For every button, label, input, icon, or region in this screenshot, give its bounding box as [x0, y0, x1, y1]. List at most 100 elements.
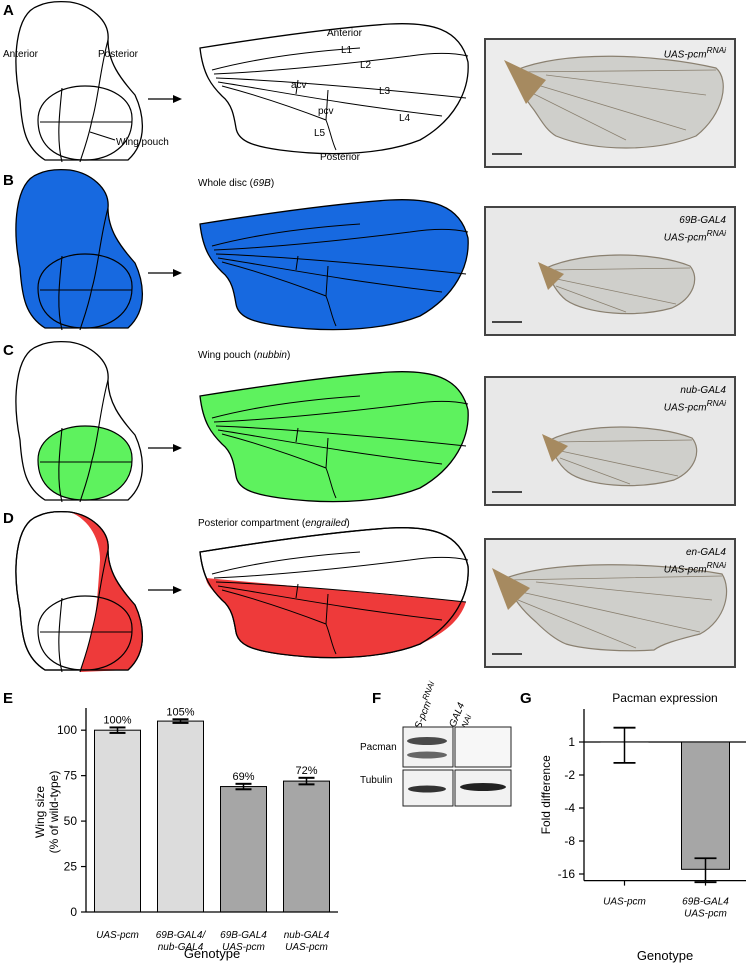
wing-pouch-label: Wing pouch: [116, 137, 169, 148]
disc-anterior-label: Anterior: [3, 49, 39, 60]
wing-schematics: [15, 0, 469, 163]
disc-b: [15, 168, 144, 331]
e-tick-label2-2: UAS-pcm: [222, 942, 265, 953]
wing-photo-c-drawing: [486, 378, 734, 504]
arrow-d: [148, 586, 182, 594]
arrow-c: [148, 444, 182, 452]
blot-pacman-label: Pacman: [360, 742, 397, 753]
pcv-label: pcv: [318, 106, 334, 117]
wing-posterior-label: Posterior: [320, 152, 361, 163]
g-bar-1: [681, 741, 730, 870]
blot-band-tubulin-2: [460, 783, 506, 791]
photo-d-sup: RNAi: [706, 560, 726, 570]
western-blot: [402, 726, 512, 807]
e-tick-label2-3: UAS-pcm: [285, 942, 328, 953]
e-tick-label-1: 69B-GAL4/: [156, 930, 207, 941]
disc-posterior-label: Posterior: [98, 49, 139, 60]
photo-b-sup: RNAi: [706, 228, 726, 238]
photo-c-line2: UAS-pcm: [663, 402, 707, 414]
panel-label-e: E: [3, 690, 14, 707]
wing-d: [199, 527, 469, 659]
e-data-label-0: 100%: [103, 714, 131, 726]
photo-d-line1: en-GAL4: [685, 547, 726, 558]
e-tick-label-3: nub-GAL4: [284, 930, 330, 941]
wing-photo-d-drawing: [486, 540, 734, 666]
e-data-label-1: 105%: [166, 706, 194, 718]
panel-label-c: C: [3, 342, 14, 359]
e-ylabel-line1: Wing size: [33, 786, 47, 838]
panel-label-g: G: [520, 690, 532, 707]
g-xlabel: Genotype: [637, 948, 693, 963]
arrow-b: [148, 269, 182, 277]
photo-c-line1: nub-GAL4: [680, 385, 726, 396]
wing-b: [199, 199, 469, 331]
wing-photo-a-drawing: [486, 40, 734, 166]
blot-band-pacman-lower: [407, 751, 447, 759]
photo-b-line1: 69B-GAL4: [679, 215, 726, 226]
blot-tubulin-label: Tubulin: [360, 775, 393, 786]
g-y-tick-label-3: -8: [564, 834, 575, 848]
caption-b: Whole disc (69B): [198, 178, 275, 189]
photo-c-sup: RNAi: [706, 398, 726, 408]
arrow-a: [148, 95, 182, 103]
caption-d: Posterior compartment (engrailed): [198, 518, 350, 529]
photo-a-sup: RNAi: [706, 45, 726, 55]
e-bar-3: [283, 780, 330, 913]
vein-label-l4: L4: [399, 113, 411, 124]
e-bar-1: [157, 720, 204, 913]
blot-band-tubulin-1: [408, 785, 446, 793]
g-tick-label-0: UAS-pcm: [603, 897, 646, 908]
g-y-tick-label-2: -4: [564, 801, 575, 815]
e-data-label-2: 69%: [232, 771, 254, 783]
e-y-tick-label-2: 50: [64, 814, 78, 828]
schematic-b: [15, 168, 469, 331]
vein-label-l1: L1: [341, 45, 353, 56]
e-tick-label-2: 69B-GAL4: [220, 930, 267, 941]
disc-c: [15, 340, 144, 503]
panel-label-f: F: [372, 690, 382, 707]
wing-anterior-label: Anterior: [327, 28, 363, 39]
e-bar-0: [94, 729, 141, 913]
wing-c: [199, 371, 469, 503]
e-xlabel: Genotype: [184, 946, 240, 961]
vein-label-l3: L3: [379, 86, 391, 97]
panel-label-d: D: [3, 510, 14, 527]
photo-a-genotype: UAS-pcm: [663, 49, 707, 61]
e-y-tick-label-0: 0: [70, 905, 77, 919]
acv-label: acv: [291, 80, 307, 91]
photo-b-line2: UAS-pcm: [663, 232, 707, 244]
photo-d-line2: UAS-pcm: [663, 564, 707, 576]
e-y-tick-label-1: 25: [64, 860, 78, 874]
g-y-tick-label-0: 1: [568, 735, 575, 749]
panel-label-a: A: [3, 2, 14, 19]
panel-label-b: B: [3, 172, 14, 189]
schematic-d: [15, 510, 469, 673]
e-bar-2: [220, 786, 267, 913]
e-tick-label2-1: nub-GAL4: [158, 942, 204, 953]
vein-label-l2: L2: [360, 60, 372, 71]
wing-a: [199, 23, 469, 155]
disc-a: [15, 0, 144, 163]
wing-photo-b-drawing: [486, 208, 734, 334]
blot-band-pacman-upper: [407, 737, 447, 745]
caption-c: Wing pouch (nubbin): [198, 350, 291, 361]
vein-label-l5: L5: [314, 128, 326, 139]
g-y-tick-label-1: -2: [564, 768, 575, 782]
disc-d: [15, 510, 144, 673]
e-y-tick-label-3: 75: [64, 769, 78, 783]
blot-pacman-lane2: [454, 726, 512, 768]
wing-photo-a: UAS-pcmRNAi: [484, 38, 736, 168]
g-tick-label2-1: UAS-pcm: [684, 909, 727, 920]
e-data-label-3: 72%: [295, 765, 317, 777]
blot-pacman-lane1: [402, 726, 454, 768]
e-y-tick-label-4: 100: [57, 723, 77, 737]
g-ylabel: Fold difference: [539, 755, 553, 834]
schematic-c: [15, 340, 469, 503]
blot-lane1-sup: RNAi: [419, 679, 437, 702]
g-title: Pacman expression: [612, 691, 717, 705]
